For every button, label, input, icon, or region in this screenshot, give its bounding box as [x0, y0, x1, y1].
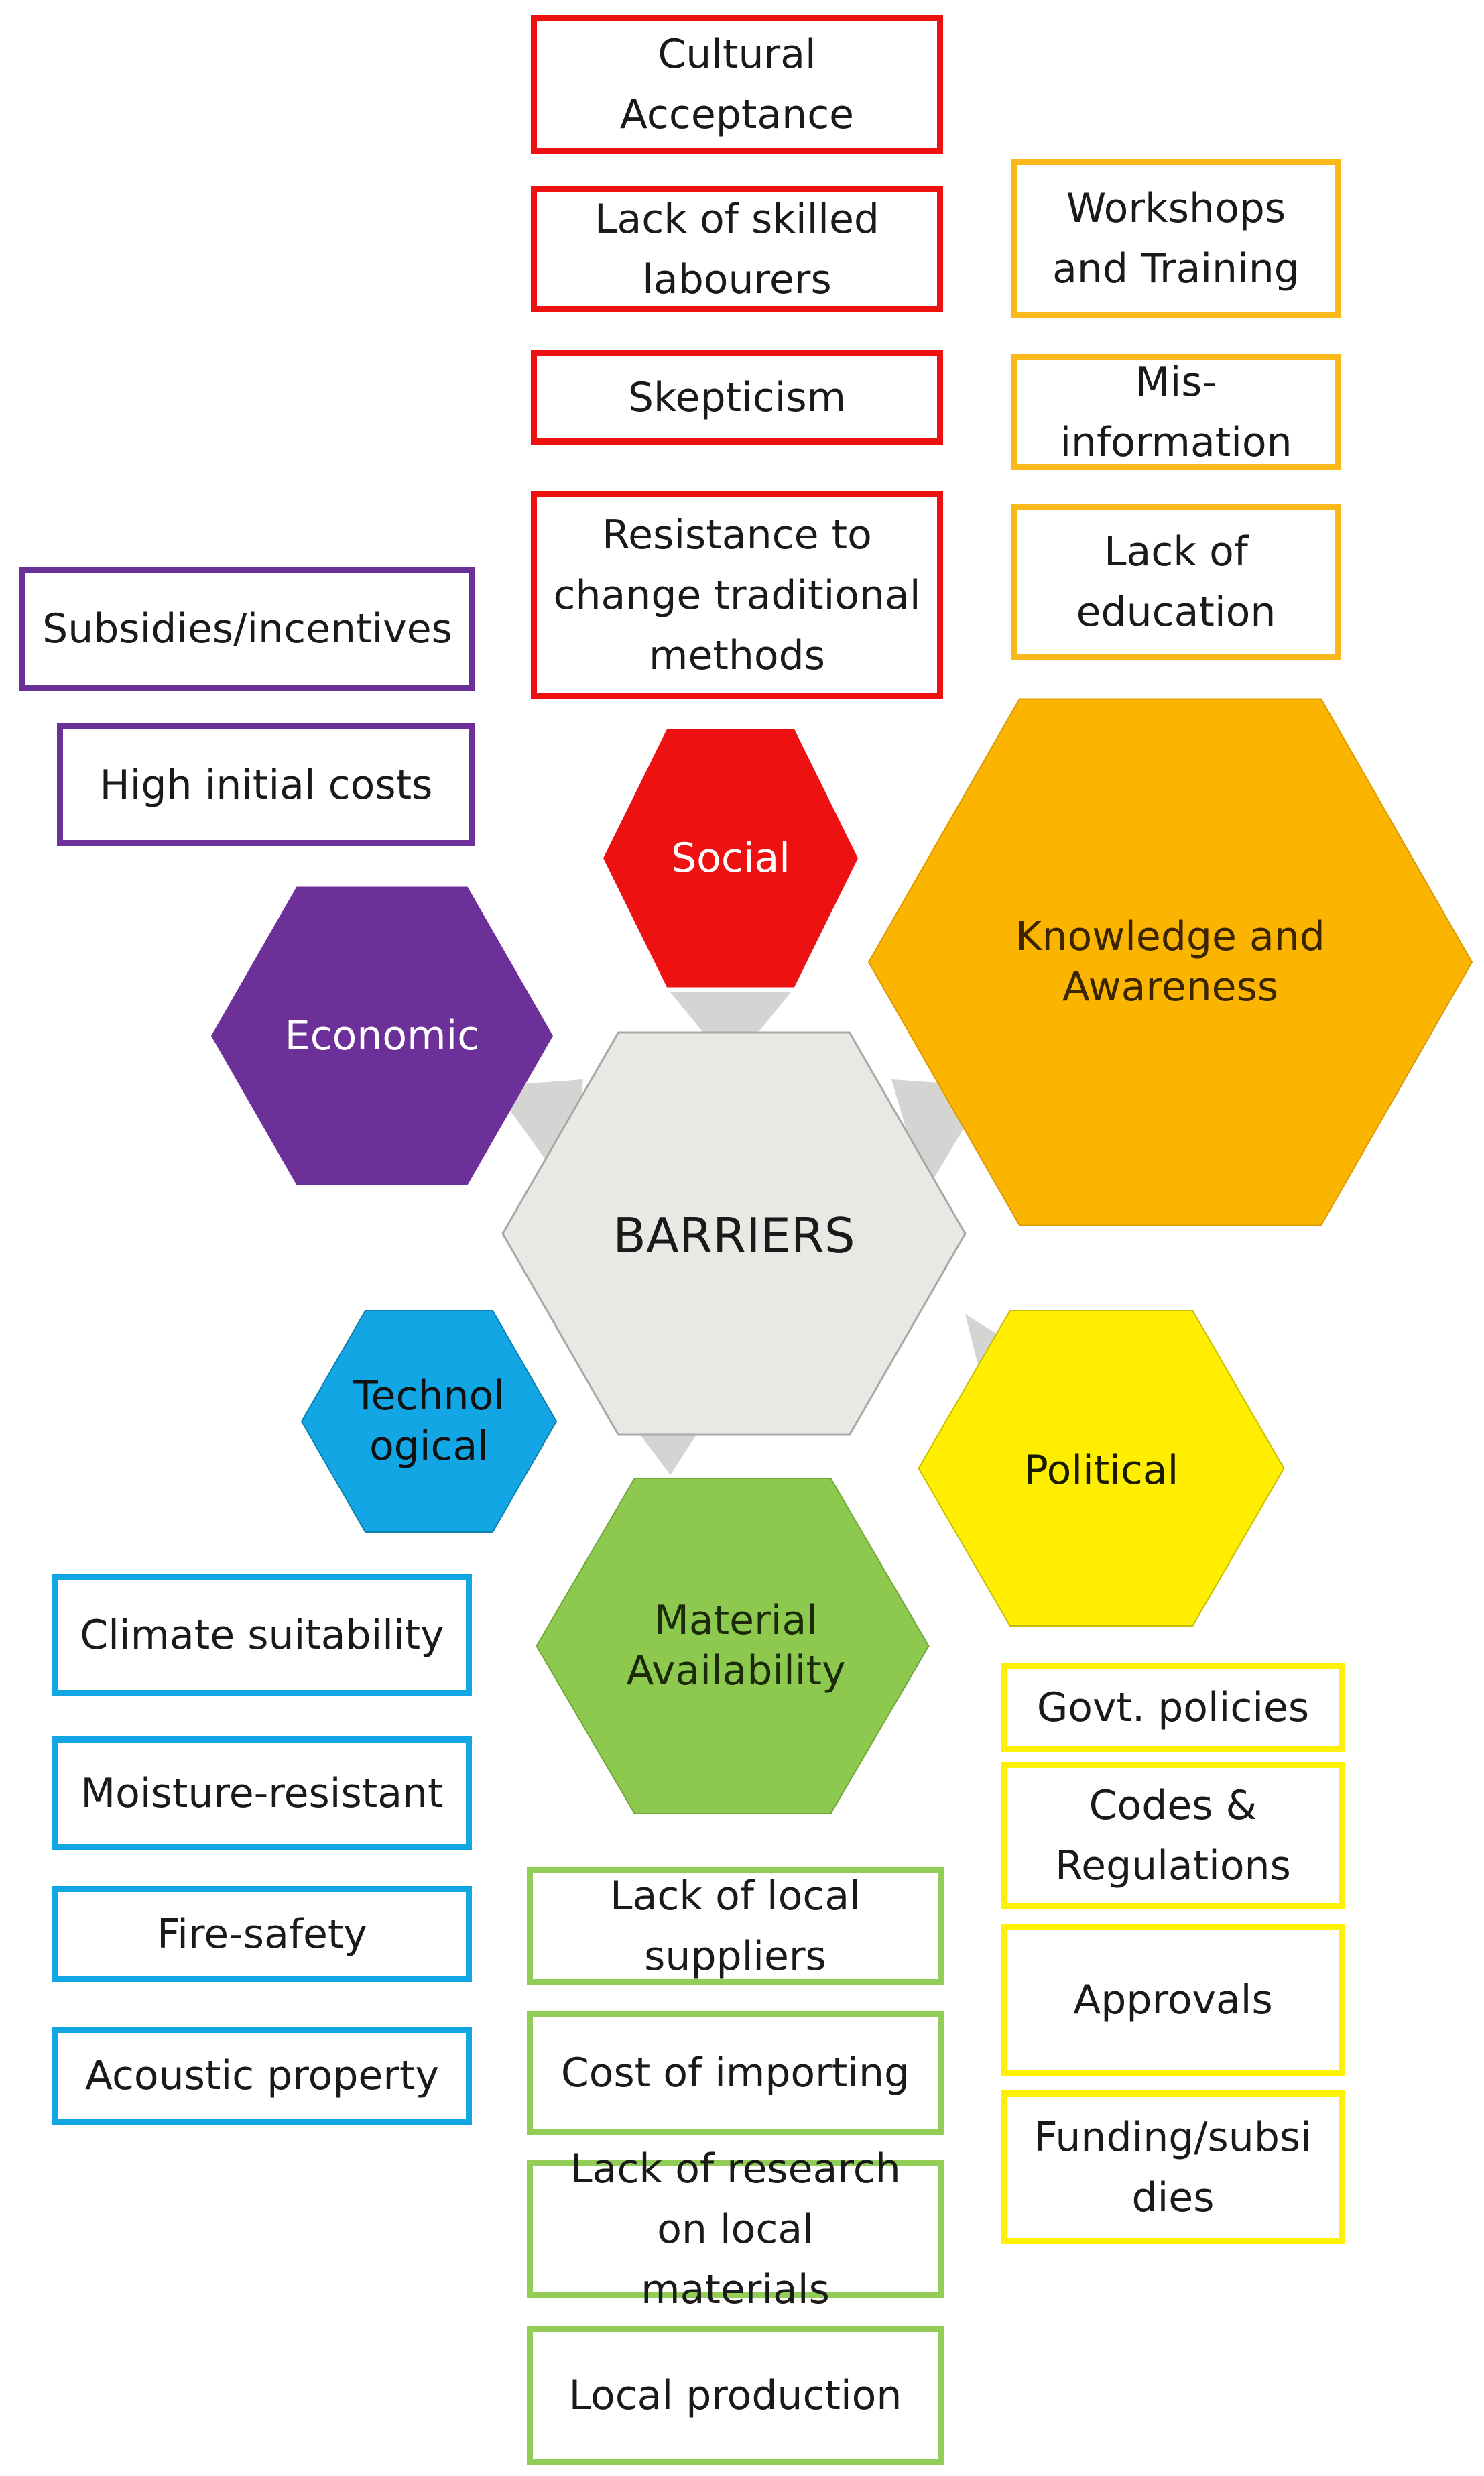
connector-shape — [670, 992, 791, 1066]
social-item-box: Resistance to change traditional methods — [531, 491, 943, 699]
political-item-box: Funding/subsi dies — [1001, 2090, 1345, 2244]
social-item-box: Skepticism — [531, 350, 943, 445]
technological-item-box: Climate suitability — [52, 1574, 472, 1696]
technological-item-box: Moisture-resistant — [52, 1736, 472, 1850]
economic-item-box: Subsidies/incentives — [19, 567, 475, 691]
political-item-box: Codes & Regulations — [1001, 1762, 1345, 1909]
knowledge-hexagon — [867, 698, 1473, 1226]
political-hex-label: Political — [1024, 1446, 1179, 1494]
social-hex-label: Social — [671, 834, 790, 882]
social-item-box: Cultural Acceptance — [531, 15, 943, 154]
center-hexagon — [501, 1031, 967, 1436]
political-hexagon — [918, 1310, 1285, 1627]
political-item-box: Govt. policies — [1001, 1663, 1345, 1752]
knowledge-item-box: Lack of education — [1011, 504, 1341, 660]
technological-hexagon — [300, 1310, 558, 1533]
material-item-box: Cost of importing — [527, 2011, 944, 2135]
material-item-box: Lack of research on local materials — [527, 2145, 944, 2313]
material-item-box: Local production — [527, 2326, 944, 2465]
knowledge-item-box: Workshops and Training — [1011, 159, 1341, 318]
technological-hex-label: Technol ogical — [353, 1372, 505, 1470]
economic-item-box: High initial costs — [57, 723, 475, 846]
technological-item-box: Acoustic property — [52, 2027, 472, 2125]
economic-hexagon — [211, 886, 553, 1185]
political-item-box: Approvals — [1001, 1924, 1345, 2076]
social-item-box: Lack of skilled labourers — [531, 186, 943, 312]
material-hexagon — [536, 1478, 930, 1814]
material-hex-label: Material Availability — [626, 1597, 846, 1694]
knowledge-item-box: Mis-information — [1011, 354, 1341, 470]
knowledge-hex-label: Knowledge and Awareness — [1015, 913, 1325, 1010]
economic-hex-label: Economic — [284, 1012, 480, 1059]
technological-item-box: Fire-safety — [52, 1886, 472, 1982]
center-label: BARRIERS — [613, 1207, 855, 1264]
social-hexagon — [603, 729, 858, 988]
material-item-box: Lack of local suppliers — [527, 1867, 944, 1985]
